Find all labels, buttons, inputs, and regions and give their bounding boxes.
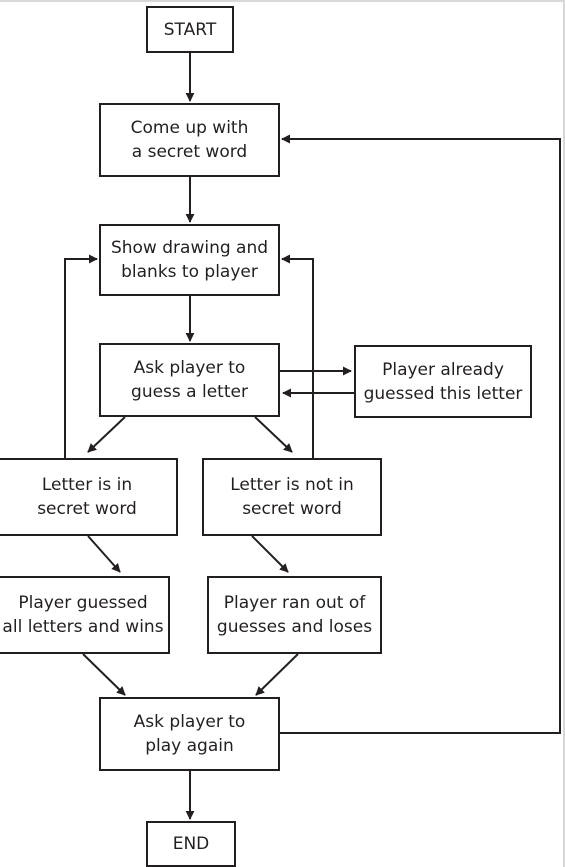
arrow-in-word-loop-to-show [64, 254, 98, 458]
start-node: START [146, 6, 234, 53]
ask-player-to-play-again-node: Ask player to play again [99, 697, 280, 771]
arrow-ask-to-not-in [254, 416, 293, 453]
arrow-not-in-loop-to-show [281, 254, 314, 458]
arrow-in-word-to-wins [87, 535, 121, 573]
arrow-ask-to-in-word [87, 416, 126, 453]
page-right-border [563, 0, 565, 867]
arrow-loses-to-again [255, 653, 299, 696]
player-already-guessed-node: Player already guessed this letter [354, 345, 532, 418]
come-up-with-secret-word-node: Come up with a secret word [99, 103, 280, 177]
page-top-border [0, 0, 565, 2]
show-drawing-and-blanks-node: Show drawing and blanks to player [99, 224, 280, 296]
letter-is-in-secret-word-node: Letter is in secret word [0, 458, 178, 536]
ask-player-to-guess-node: Ask player to guess a letter [99, 343, 280, 417]
letter-is-not-in-secret-word-node: Letter is not in secret word [202, 458, 382, 536]
arrow-again-loop-to-secret [280, 134, 561, 734]
arrow-not-in-to-loses [251, 535, 289, 573]
arrow-wins-to-again [82, 653, 126, 696]
player-guessed-all-letters-node: Player guessed all letters and wins [0, 576, 170, 654]
end-node: END [146, 821, 236, 867]
player-ran-out-of-guesses-node: Player ran out of guesses and loses [207, 576, 382, 654]
